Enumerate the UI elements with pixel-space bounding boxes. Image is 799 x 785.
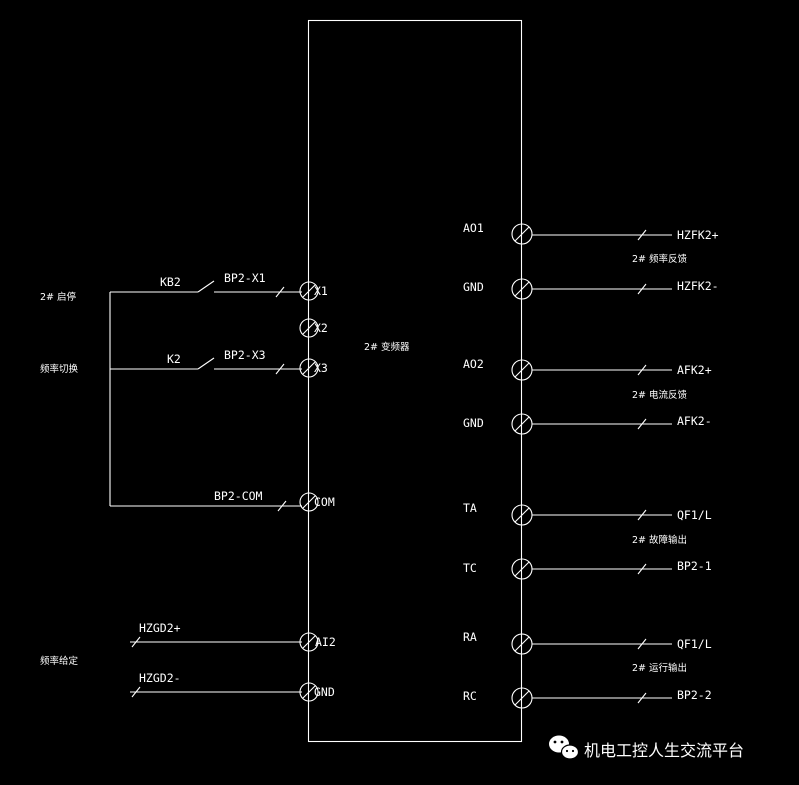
terminal-ta-label: TA — [463, 501, 477, 515]
hzfk2-minus-label: HZFK2- — [677, 279, 719, 293]
ta-wire-tick — [637, 509, 647, 521]
tc-wire-tick — [637, 563, 647, 575]
terminal-rc-label: RC — [463, 689, 477, 703]
fault-output-note: 2# 故障输出 — [632, 534, 687, 546]
terminal-ai2-label: AI2 — [315, 635, 336, 649]
terminal-gnd-left-label: GND — [314, 685, 335, 699]
x3-wire-tick — [275, 363, 285, 375]
ao2-wire-tick — [637, 364, 647, 376]
gnd2-wire-tick — [637, 418, 647, 430]
hzgd2-plus-label: HZGD2+ — [139, 621, 181, 635]
afk2-minus-label: AFK2- — [677, 414, 712, 428]
ai2-wire-tick — [131, 636, 141, 648]
kb2-contact — [197, 280, 215, 293]
k2-contact — [197, 357, 215, 370]
hzfk2-plus-label: HZFK2+ — [677, 228, 719, 242]
watermark: 机电工控人生交流平台 — [549, 735, 744, 760]
terminal-x3: X3 — [299, 358, 328, 378]
hzgd2-minus-label: HZGD2- — [139, 671, 181, 685]
terminal-ai2: AI2 — [299, 632, 336, 652]
bp2-1-label: BP2-1 — [677, 559, 712, 573]
gnd1-wire-tick — [637, 283, 647, 295]
terminal-ra-label: RA — [463, 630, 477, 644]
freq-feedback-note: 2# 频率反馈 — [632, 253, 688, 265]
bp2-com-label: BP2-COM — [214, 489, 263, 503]
terminal-tc-label: TC — [463, 561, 477, 575]
kb2-label: KB2 — [160, 275, 181, 289]
gnd-left-wire-tick — [131, 686, 141, 698]
bp2-x1-label: BP2-X1 — [224, 271, 266, 285]
terminal-ao1-label: AO1 — [463, 221, 484, 235]
terminal-ao2-label: AO2 — [463, 357, 484, 371]
freq-setting-label: 频率给定 — [40, 655, 79, 667]
ra-wire-tick — [637, 638, 647, 650]
k2-label: K2 — [167, 352, 181, 366]
terminal-gnd2-label: GND — [463, 416, 484, 430]
afk2-plus-label: AFK2+ — [677, 363, 712, 377]
terminal-x2: X2 — [299, 318, 328, 338]
wechat-icon — [549, 735, 580, 760]
terminal-com: COM — [299, 492, 335, 512]
terminal-gnd1-label: GND — [463, 280, 484, 294]
bp2-x3-label: BP2-X3 — [224, 348, 266, 362]
terminal-x2-label: X2 — [314, 321, 328, 335]
inverter-label: 2# 变频器 — [364, 341, 410, 353]
terminal-gnd-left: GND — [299, 682, 335, 702]
terminal-ao1 — [511, 223, 533, 245]
freq-switch-label: 频率切换 — [40, 363, 79, 375]
terminal-x3-label: X3 — [314, 361, 328, 375]
terminal-com-label: COM — [314, 495, 335, 509]
terminal-x1: X1 — [299, 281, 328, 301]
terminal-x1-label: X1 — [314, 284, 328, 298]
qf1l-a-label: QF1/L — [677, 508, 712, 522]
start-stop-label: 2# 启停 — [40, 291, 77, 303]
bp2-2-label: BP2-2 — [677, 688, 712, 702]
inverter-box — [307, 19, 523, 743]
x1-wire-tick — [275, 286, 285, 298]
rc-wire-tick — [637, 692, 647, 704]
ao1-wire-tick — [637, 229, 647, 241]
com-wire-tick — [277, 500, 287, 512]
current-feedback-note: 2# 电流反馈 — [632, 389, 688, 401]
run-output-note: 2# 运行输出 — [632, 662, 687, 674]
watermark-text: 机电工控人生交流平台 — [584, 741, 744, 760]
qf1l-b-label: QF1/L — [677, 637, 712, 651]
